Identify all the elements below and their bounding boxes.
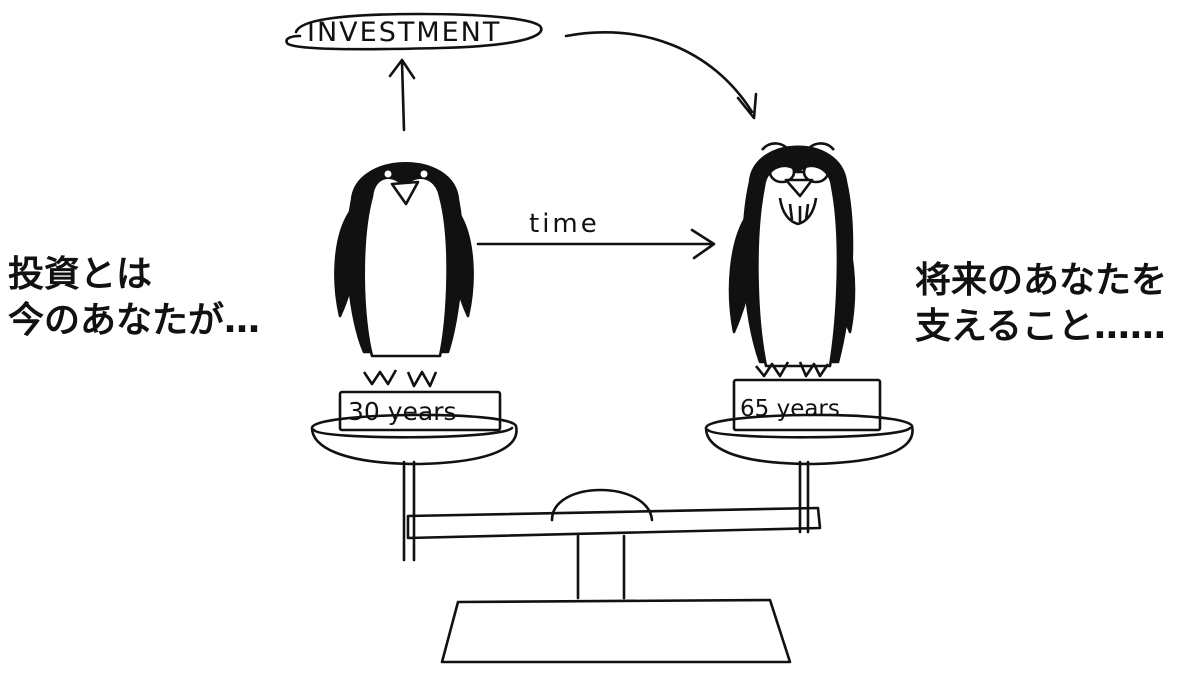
right-caption: 将来のあなたを 支えること……	[915, 258, 1167, 350]
young-penguin-left-eye	[384, 170, 392, 178]
investment-bubble	[285, 12, 543, 51]
left-post	[402, 460, 416, 562]
arrow-time	[476, 228, 716, 260]
old-penguin-beak	[784, 178, 814, 198]
right-caption-line-2: 支えること……	[915, 306, 1166, 347]
arrow-investment-to-future	[564, 31, 758, 120]
seesaw-base	[440, 598, 792, 664]
old-age-box	[732, 378, 882, 432]
young-age-label: 30 years	[348, 397, 457, 426]
young-age-box	[338, 390, 502, 432]
old-penguin-feet	[754, 361, 830, 378]
seesaw-beam	[406, 506, 822, 540]
seesaw-fulcrum	[550, 488, 654, 600]
old-penguin-belly	[756, 164, 840, 368]
arrow-up-to-investment	[388, 58, 416, 132]
young-penguin	[334, 162, 474, 388]
left-caption: 投資とは 今のあなたが…	[8, 252, 260, 344]
time-label: time	[529, 209, 600, 239]
left-caption-line-2: 今のあなたが…	[8, 300, 261, 341]
old-penguin	[728, 142, 856, 378]
old-age-label: 65 years	[740, 396, 840, 422]
old-penguin-brow	[760, 142, 836, 153]
young-penguin-beak	[390, 180, 420, 206]
young-penguin-right-eye	[420, 170, 428, 178]
right-plate	[704, 413, 914, 466]
old-penguin-beard	[778, 197, 818, 226]
right-caption-line-1: 将来のあなたを	[915, 260, 1168, 301]
left-plate	[310, 413, 518, 466]
right-post	[798, 460, 810, 534]
left-caption-line-1: 投資とは	[8, 254, 153, 295]
young-penguin-feet	[362, 369, 438, 388]
investment-label: INVESTMENT	[307, 17, 501, 48]
